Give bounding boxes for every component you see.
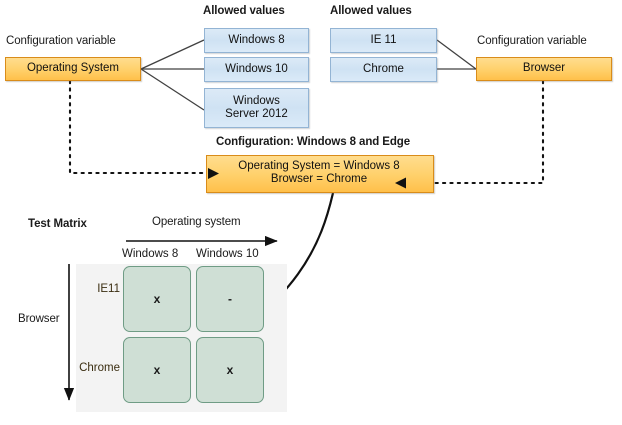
label-configuration-variable-left: Configuration variable	[6, 35, 116, 47]
label-configuration-variable-right: Configuration variable	[477, 35, 587, 47]
node-os-value-windows-10[interactable]: Windows 10	[204, 57, 309, 82]
label-allowed-values-left: Allowed values	[203, 5, 285, 17]
label-allowed-values-right: Allowed values	[330, 5, 412, 17]
matrix-cell-value: -	[228, 292, 232, 306]
node-browser-value-ie-11[interactable]: IE 11	[330, 28, 437, 53]
matrix-row-header-1: Chrome	[79, 362, 120, 374]
matrix-cell-value: x	[226, 363, 234, 377]
matrix-cell-chrome-windows-10[interactable]: x	[196, 337, 264, 403]
node-browser-value-chrome-label: Chrome	[363, 62, 404, 75]
matrix-column-header-0: Windows 8	[122, 248, 179, 260]
node-configuration-line-os: Operating System = Windows 8	[238, 159, 400, 172]
os-fan-connectors	[140, 39, 205, 111]
matrix-cell-chrome-windows-8[interactable]: x	[123, 337, 191, 403]
node-variable-browser-label: Browser	[522, 62, 566, 75]
matrix-cell-value: x	[153, 292, 161, 306]
matrix-column-header-1: Windows 10	[196, 248, 259, 260]
node-os-value-windows-8-label: Windows 8	[228, 33, 285, 46]
matrix-y-axis-label: Browser	[18, 313, 60, 325]
matrix-title: Test Matrix	[28, 218, 87, 230]
browser-fan-connectors	[436, 39, 477, 70]
node-os-value-windows-server-2012[interactable]: Windows Server 2012	[204, 88, 309, 128]
matrix-row-header-0: IE11	[97, 283, 120, 295]
node-variable-browser[interactable]: Browser	[476, 57, 612, 81]
node-variable-operating-system[interactable]: Operating System	[5, 57, 141, 81]
node-os-value-windows-server-2012-label: Windows Server 2012	[225, 94, 288, 120]
node-os-value-windows-10-label: Windows 10	[225, 62, 288, 75]
node-configuration-line-browser: Browser = Chrome	[270, 172, 368, 185]
node-configuration[interactable]: Operating System = Windows 8 Browser = C…	[206, 155, 434, 193]
label-configuration-title: Configuration: Windows 8 and Edge	[216, 136, 411, 148]
node-variable-operating-system-label: Operating System	[26, 62, 120, 75]
matrix-cell-ie11-windows-10[interactable]: -	[196, 266, 264, 332]
matrix-x-axis-label: Operating system	[152, 216, 241, 228]
node-os-value-windows-8[interactable]: Windows 8	[204, 28, 309, 53]
matrix-cell-value: x	[153, 363, 161, 377]
matrix-cell-ie11-windows-8[interactable]: x	[123, 266, 191, 332]
node-browser-value-ie-11-label: IE 11	[370, 33, 397, 46]
node-browser-value-chrome[interactable]: Chrome	[330, 57, 437, 82]
os-to-config-dotted	[68, 79, 206, 175]
